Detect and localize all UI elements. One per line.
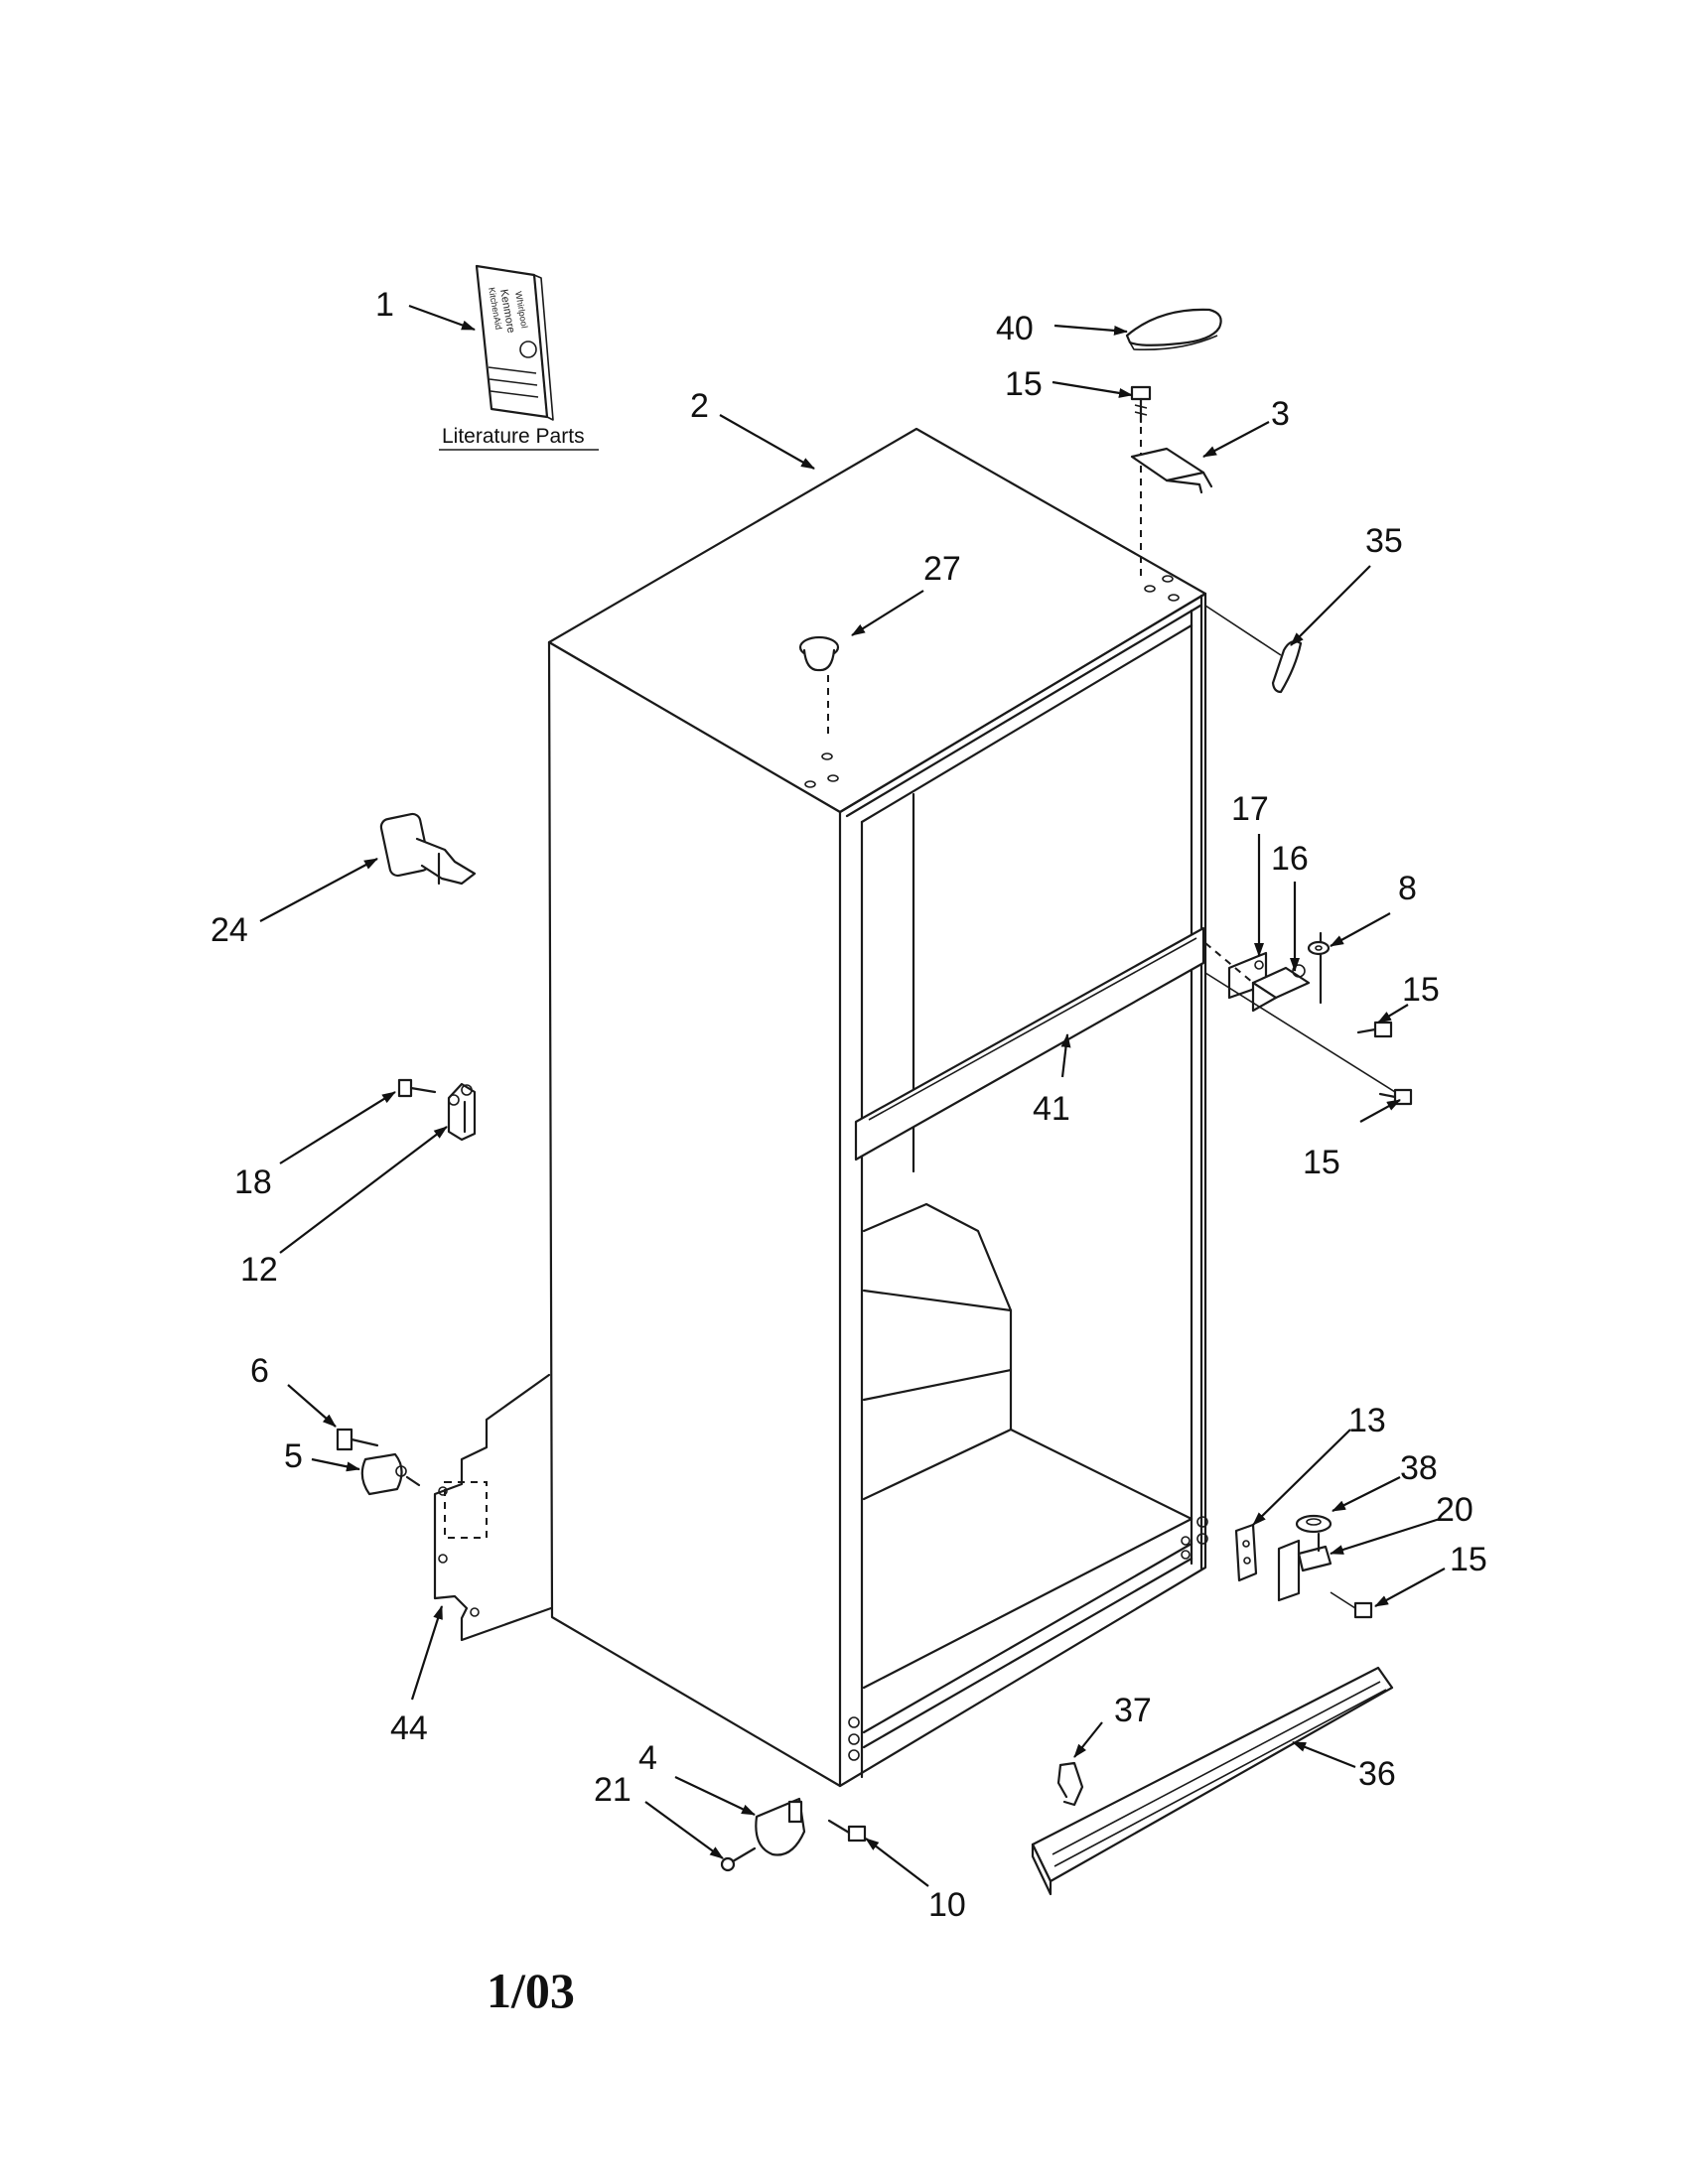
top-hinge-screw [1130, 385, 1152, 576]
hinge-cap [1295, 1514, 1333, 1534]
callout-10: 10 [928, 1886, 966, 1924]
callout-24: 24 [210, 911, 248, 949]
toe-grille [1031, 1666, 1394, 1896]
center-hinge-bracket [447, 1082, 477, 1142]
callout-15-lower-right: 15 [1303, 1144, 1340, 1181]
cord-clamp [360, 1452, 421, 1496]
literature-parts-label: Literature Parts [442, 425, 585, 448]
door-stop [379, 812, 477, 886]
callout-18: 18 [234, 1163, 272, 1201]
callout-13: 13 [1348, 1402, 1386, 1439]
center-hinge [1251, 931, 1323, 1013]
date-stamp: 1/03 [487, 1963, 575, 2018]
callout-2: 2 [690, 387, 709, 425]
callout-41: 41 [1033, 1090, 1070, 1128]
top-plug [798, 635, 840, 740]
callout-12: 12 [240, 1251, 278, 1289]
callout-1: 1 [375, 286, 394, 324]
callout-44: 44 [390, 1709, 428, 1747]
bottom-hinge [1277, 1532, 1333, 1602]
clamp-screw [336, 1428, 379, 1451]
refrigerator-cabinet [547, 427, 1208, 1788]
callout-27: 27 [923, 550, 961, 588]
literature-booklet: KitchenAid Kenmore Whirlpool [475, 264, 554, 421]
top-hinge-bracket [1130, 447, 1213, 494]
callout-15-bottom-right: 15 [1450, 1541, 1487, 1578]
center-hinge-screw [397, 1078, 437, 1098]
callout-40: 40 [996, 310, 1034, 347]
callout-38: 38 [1400, 1449, 1438, 1487]
callout-37: 37 [1114, 1692, 1152, 1729]
callout-16: 16 [1271, 840, 1309, 878]
callout-5: 5 [284, 1437, 303, 1475]
bottom-hinge-spacer [1234, 1523, 1258, 1582]
callout-35: 35 [1365, 522, 1403, 560]
callout-21: 21 [594, 1771, 632, 1809]
roller-screw [720, 1846, 757, 1872]
rear-panel [433, 1373, 553, 1642]
callout-4: 4 [638, 1739, 657, 1777]
callout-15-upper-right: 15 [1402, 971, 1440, 1009]
grille-clip [1056, 1761, 1084, 1807]
callout-6: 6 [250, 1352, 269, 1390]
callout-20: 20 [1436, 1491, 1474, 1529]
hinge-pin-cover [1271, 640, 1303, 694]
bottom-hinge-screw [1330, 1591, 1373, 1619]
hinge-washer [1307, 940, 1331, 956]
callout-15-top: 15 [1005, 365, 1043, 403]
leveling-screw [827, 1819, 867, 1843]
callout-8: 8 [1398, 870, 1417, 907]
roller-assembly [755, 1797, 806, 1856]
callout-17: 17 [1231, 790, 1269, 828]
center-hinge-screw-upper [1356, 1021, 1393, 1038]
callout-3: 3 [1271, 395, 1290, 433]
hinge-cover [1125, 308, 1222, 351]
callout-36: 36 [1358, 1755, 1396, 1793]
